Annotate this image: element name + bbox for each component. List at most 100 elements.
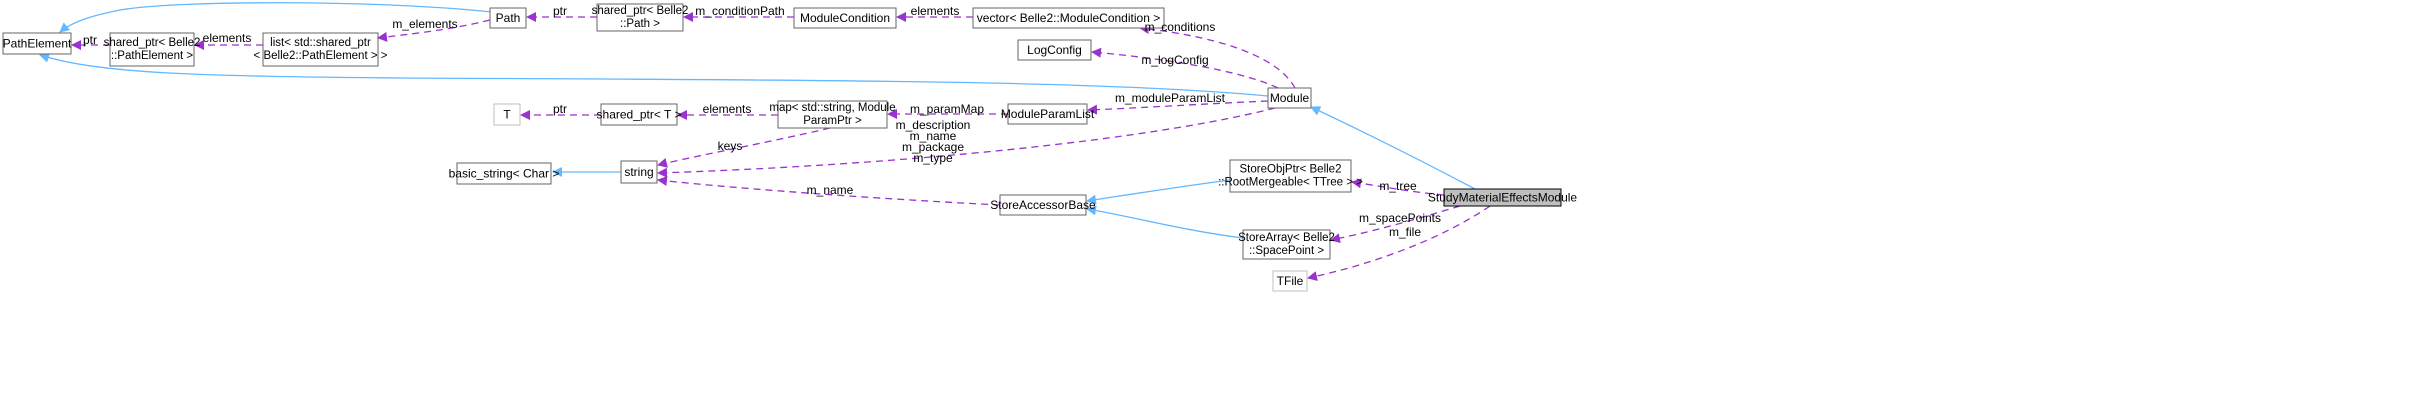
class-box	[793, 7, 897, 29]
class-label: ParamPtr >	[803, 115, 862, 127]
edge-label-module-to-log: m_logConfig	[1141, 53, 1208, 67]
edge-label-sp-t-to-t: ptr	[553, 102, 567, 116]
edge-label-module-to-string: m_description	[896, 118, 971, 132]
class-node-log-config[interactable]: LogConfig	[1017, 39, 1092, 61]
class-box	[600, 103, 678, 126]
class-box	[596, 3, 684, 32]
class-node-store-array[interactable]: StoreArray< Belle2::SpacePoint >	[1238, 229, 1335, 260]
class-node-shared-ptr-path-element[interactable]: shared_ptr< Belle2::PathElement >	[104, 32, 201, 67]
class-node-store-obj-ptr[interactable]: StoreObjPtr< Belle2::RootMergeable< TTre…	[1218, 159, 1363, 193]
class-box	[1267, 87, 1312, 109]
edge-module-inherits-path-element	[39, 52, 1269, 97]
class-node-module-condition[interactable]: ModuleCondition	[793, 7, 897, 29]
class-box	[1007, 103, 1088, 125]
edge-smem-to-tfile	[1307, 205, 1491, 282]
class-label: string	[624, 165, 653, 179]
class-box	[999, 194, 1087, 216]
edge-module-to-string	[657, 107, 1276, 178]
class-label: StoreArray< Belle2	[1238, 232, 1335, 244]
class-box	[489, 7, 527, 29]
edge-label-smem-to-sop: m_tree	[1379, 179, 1417, 193]
class-label: ::SpacePoint >	[1249, 245, 1324, 257]
edge-label-module-to-mpl: m_moduleParamList	[1115, 91, 1226, 105]
class-label: StoreAccessorBase	[990, 198, 1096, 212]
class-label: ::RootMergeable< TTree > >	[1218, 177, 1363, 189]
class-label: shared_ptr< T >	[597, 108, 682, 122]
node-layer: PathElement shared_ptr< Belle2::PathEleme…	[2, 3, 1578, 292]
class-node-shared-ptr-path[interactable]: shared_ptr< Belle2::Path >	[592, 3, 689, 32]
class-label: < Belle2::PathElement > >	[254, 50, 388, 62]
edge-map-to-string	[657, 127, 831, 168]
class-label: vector< Belle2::ModuleCondition >	[977, 11, 1160, 25]
edge-smem-to-store-array	[1330, 205, 1461, 244]
class-label: list< std::shared_ptr	[270, 37, 371, 49]
class-label: Path	[496, 11, 521, 25]
class-node-module[interactable]: Module	[1267, 87, 1312, 109]
class-node-module-param-list[interactable]: ModuleParamList	[1001, 103, 1095, 125]
class-node-list-shared-ptr[interactable]: list< std::shared_ptr< Belle2::PathEleme…	[254, 32, 388, 67]
edge-label-sp-path-to-path: ptr	[553, 4, 567, 18]
class-node-t: T	[493, 103, 521, 126]
class-label: T	[503, 108, 511, 122]
edge-layer	[39, 2, 1491, 282]
class-box	[1443, 188, 1562, 207]
class-box	[262, 32, 379, 67]
class-label: ModuleParamList	[1001, 107, 1095, 121]
class-node-shared-ptr-t[interactable]: shared_ptr< T >	[597, 103, 682, 126]
class-node-path[interactable]: Path	[489, 7, 527, 29]
edge-label-smem-to-sa: m_spacePoints	[1359, 211, 1441, 225]
class-label: ModuleCondition	[800, 11, 890, 25]
class-label: StudyMaterialEffectsModule	[1428, 191, 1578, 205]
edge-label-module-to-string: m_package	[902, 140, 964, 154]
edge-label-smem-to-tfile: m_file	[1389, 225, 1421, 239]
edge-store-array-inherits-sab	[1086, 205, 1244, 239]
class-label: PathElement	[3, 37, 72, 51]
class-box	[493, 103, 521, 126]
class-label: map< std::string, Module	[769, 102, 895, 114]
edge-label-map-to-string: keys	[718, 139, 743, 153]
class-label: shared_ptr< Belle2	[592, 5, 689, 17]
class-node-tfile: TFile	[1272, 270, 1308, 292]
class-box	[972, 7, 1165, 29]
class-box	[1229, 159, 1352, 193]
class-label: ::Path >	[620, 18, 660, 30]
class-node-basic-string[interactable]: basic_string< Char >	[449, 162, 560, 185]
class-box	[1272, 270, 1308, 292]
class-label: StoreObjPtr< Belle2	[1240, 164, 1342, 176]
edge-label-mc-to-sp-path: m_conditionPath	[695, 4, 784, 18]
edge-label-module-to-string: m_type	[913, 151, 953, 165]
class-box	[620, 160, 658, 184]
class-node-study-material-effects-module: StudyMaterialEffectsModule	[1428, 188, 1578, 207]
class-box	[109, 32, 195, 67]
edge-store-obj-ptr-inherits-sab	[1086, 179, 1231, 205]
edge-sab-to-string	[657, 176, 1001, 206]
class-node-vector-module-condition[interactable]: vector< Belle2::ModuleCondition >	[972, 7, 1165, 29]
class-label: basic_string< Char >	[449, 167, 560, 181]
edge-smem-to-store-obj-ptr	[1351, 178, 1445, 196]
class-node-path-element[interactable]: PathElement	[2, 32, 72, 55]
class-node-string[interactable]: string	[620, 160, 658, 184]
class-box	[2, 32, 72, 55]
edge-path-inherits-path-element	[59, 2, 493, 33]
class-label: LogConfig	[1027, 43, 1082, 57]
edge-label-module-to-vec: m_conditions	[1145, 20, 1216, 34]
edge-module-to-vec	[1139, 24, 1296, 89]
edge-label-module-to-string: m_name	[910, 129, 957, 143]
class-label: TFile	[1277, 274, 1304, 288]
class-box	[456, 162, 552, 185]
edge-label-map-to-sp-t: elements	[703, 102, 752, 116]
edge-label-list-to-sp-pe: elements	[203, 31, 252, 45]
edge-path-to-list	[377, 19, 491, 42]
edge-label-mpl-to-map: m_paramMap	[910, 102, 984, 116]
edge-label-sp-pe-to-pe: ptr	[83, 33, 97, 47]
class-node-store-accessor-base[interactable]: StoreAccessorBase	[990, 194, 1096, 216]
edge-module-to-mpl	[1087, 100, 1269, 115]
edge-label-sab-to-string: m_name	[807, 183, 854, 197]
class-box	[1242, 229, 1331, 260]
edge-label-vec-to-mc: elements	[911, 4, 960, 18]
class-box	[1017, 39, 1092, 61]
edge-module-to-log	[1091, 47, 1279, 89]
edge-label-path-to-list: m_elements	[392, 17, 457, 31]
